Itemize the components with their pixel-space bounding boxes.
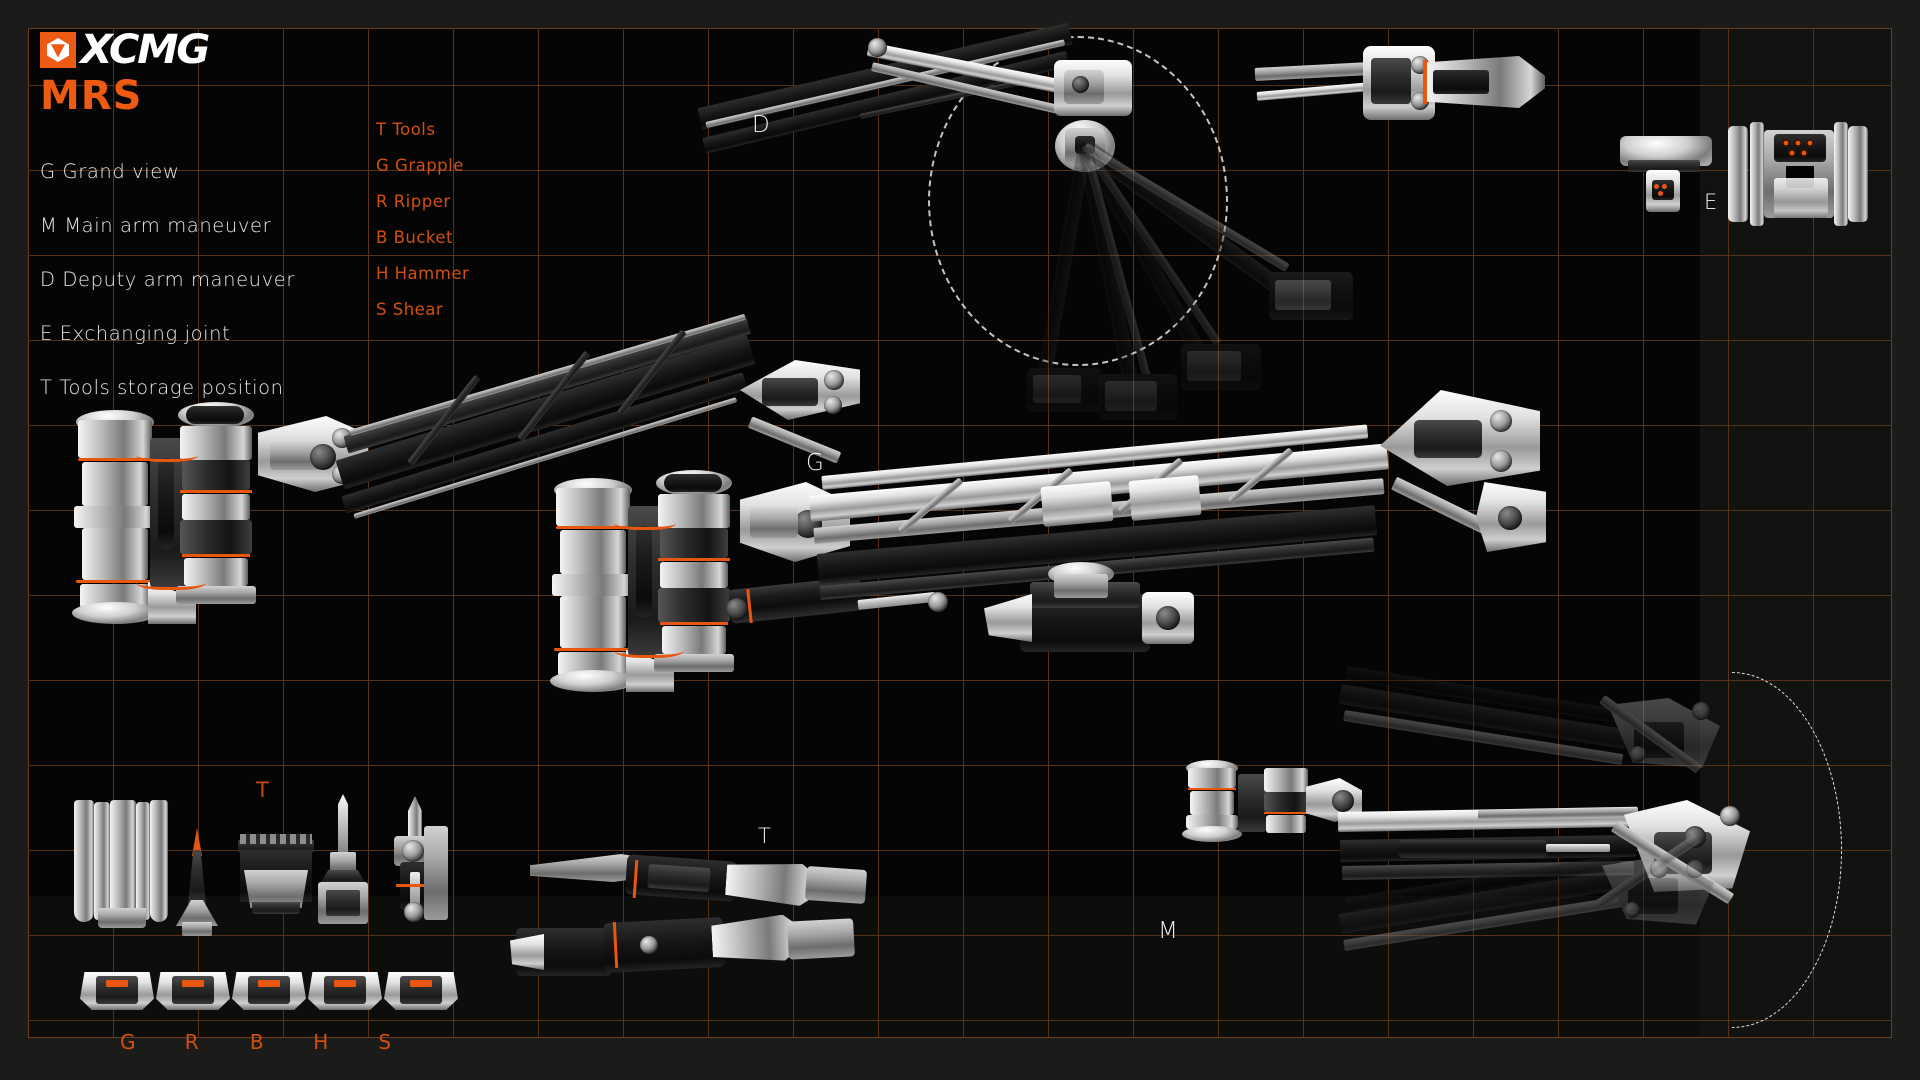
- grand-hose-lower: [136, 572, 206, 590]
- tool-caption-grapple: G: [120, 1030, 136, 1054]
- brand-block: XCMG MRS: [40, 27, 211, 119]
- brand-name: XCMG: [80, 27, 211, 73]
- tool-legend-item-hammer: H Hammer: [376, 264, 470, 283]
- legend-item-tools: T Tools storage position: [40, 376, 284, 399]
- view-marker-exchange: E: [1704, 190, 1719, 214]
- product-name: MRS: [40, 73, 143, 119]
- tool-legend-item-bucket: B Bucket: [376, 228, 454, 247]
- deputy-sweep-arc: [928, 36, 1228, 366]
- tool-caption-ripper: R: [184, 1030, 200, 1054]
- tool-legend-item-grapple: G Grapple: [376, 156, 464, 175]
- grand-hose-upper: [136, 446, 198, 462]
- view-marker-main: M: [1158, 918, 1179, 944]
- legend-item-exchange: E Exchanging joint: [40, 322, 231, 345]
- tools-storage-rack: T: [70, 778, 458, 1040]
- view-marker-deputy: D: [752, 112, 771, 138]
- xcmg-hexagon-logo-icon: [40, 32, 76, 68]
- view-marker-tools: T: [758, 824, 772, 848]
- tool-legend: T Tools G Grapple R Ripper B Bucket H Ha…: [376, 120, 469, 336]
- view-marker-grand: G: [806, 450, 825, 476]
- tool-caption-bucket: B: [249, 1030, 265, 1054]
- tool-legend-item-ripper: R Ripper: [376, 192, 451, 211]
- legend-item-grand: G Grand view: [40, 160, 180, 183]
- exchanging-joint-view: E: [1620, 122, 1900, 268]
- legend-item-main: M Main arm maneuver: [40, 214, 272, 237]
- tools-rack-marker: T: [256, 778, 269, 802]
- grand-view: G: [40, 313, 1830, 800]
- lower-band-panel: [28, 896, 1700, 1038]
- legend-item-deputy: D Deputy arm maneuver: [40, 268, 295, 291]
- grand-centre-hose-lower: [614, 640, 684, 658]
- tool-caption-shear: S: [378, 1030, 392, 1054]
- grand-centre-hose-upper: [614, 514, 676, 530]
- main-arm-maneuver-view: M: [1158, 666, 1890, 1028]
- logo-row: XCMG: [40, 27, 211, 73]
- tool-caption-hammer: H: [313, 1030, 329, 1054]
- deputy-arm-maneuver-view: D: [697, 20, 1700, 450]
- tool-legend-item-tools: T Tools: [376, 120, 436, 139]
- tool-legend-item-shear: S Shear: [376, 300, 444, 319]
- view-legend: G Grand view M Main arm maneuver D Deput…: [40, 160, 295, 430]
- tool-storage-closeup: T: [510, 824, 870, 1020]
